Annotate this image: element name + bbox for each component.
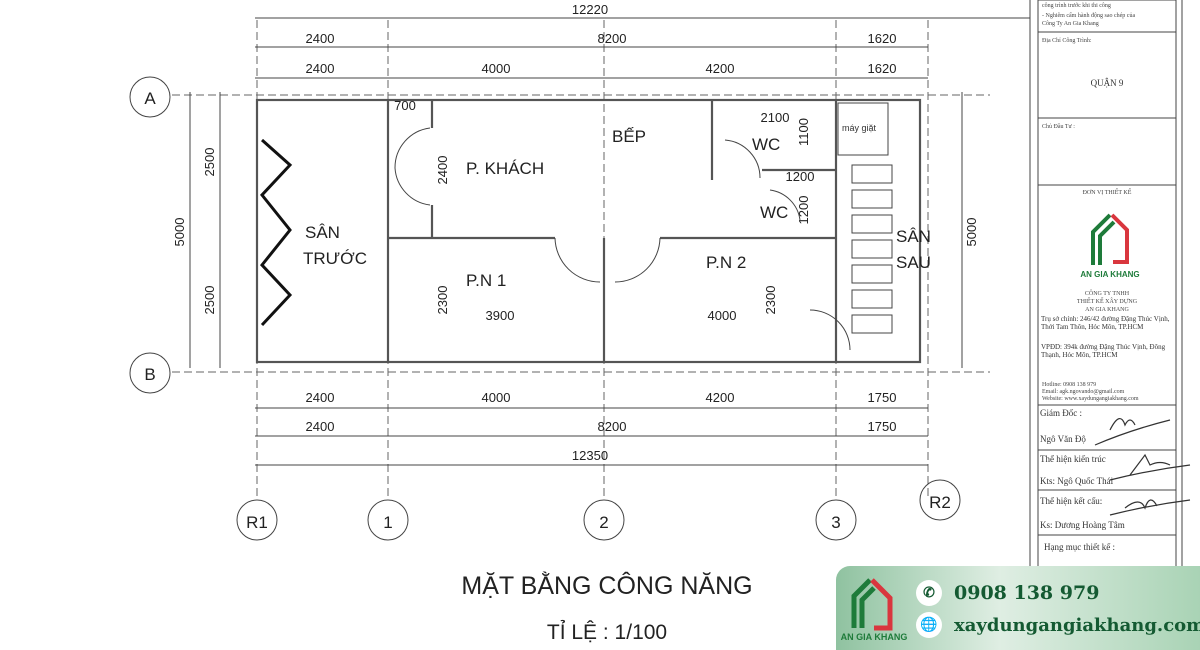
phone-icon: ✆ [916,580,942,606]
contact-banner: AN GIA KHANG ✆ 0908 138 979 🌐 xaydungang… [836,566,1200,650]
logo-text: AN GIA KHANG [1080,270,1139,279]
arch-label: Thể hiện kiến trúc [1040,454,1106,464]
dim-inner: 4000 [708,308,737,323]
dim-bottom: 8200 [598,419,627,434]
room-wc: WC [752,135,780,154]
dim-left: 2500 [202,286,217,315]
dim-right-total: 5000 [964,218,979,247]
dim-top: 1620 [868,61,897,76]
walls [255,98,922,364]
room-phong-khach: P. KHÁCH [466,159,544,178]
dim-left-total: 5000 [172,218,187,247]
struct-label: Thể hiện kết cấu: [1040,496,1102,506]
website-row[interactable]: 🌐 xaydungangiakhang.com [916,612,1200,638]
axis-label: 3 [831,513,840,532]
website-link: xaydungangiakhang.com [954,614,1200,636]
note: - Nghiêm cấm hành động sao chép của [1042,12,1135,19]
dim-inner: 2300 [435,286,450,315]
phone-row[interactable]: ✆ 0908 138 979 [916,580,1099,606]
dim-inner: 2100 [761,110,790,125]
banner-logo-text: AN GIA KHANG [841,632,908,642]
axis-label: R1 [246,513,268,532]
dim-top: 2400 [306,31,335,46]
note: công trình trước khi thi công [1042,3,1111,9]
room-pn2: P.N 2 [706,253,746,272]
address-label: Địa Chỉ Công Trình: [1042,38,1092,44]
item-label: Hạng mục thiết kế : [1044,542,1115,552]
dim-top: 2400 [306,61,335,76]
company-name: THIẾT KẾ XÂY DỰNG [1077,297,1138,305]
dim-bottom: 2400 [306,390,335,405]
dim-bottom: 2400 [306,419,335,434]
globe-icon: 🌐 [916,612,942,638]
axis-label: B [144,365,155,384]
dim-top-total: 12220 [572,2,608,17]
dim-left: 2500 [202,148,217,177]
room-san-sau: SÂN [896,227,931,246]
dim-bottom: 1750 [868,390,897,405]
title-block [1037,0,1191,650]
room-pn1: P.N 1 [466,271,506,290]
hq-address-box: Trụ sở chính: 246/42 đường Đặng Thúc Vịn… [1041,315,1170,331]
phone-number: 0908 138 979 [954,582,1100,604]
signature [1094,418,1171,446]
dim-top: 4200 [706,61,735,76]
dim-inner: 1100 [796,118,811,146]
dim-top: 4000 [482,61,511,76]
room-wc: WC [760,203,788,222]
axis-label: A [144,89,156,108]
signature [1109,499,1191,516]
dim-bottom: 1750 [868,419,897,434]
dim-inner: 2400 [435,156,450,185]
company-logo [1091,213,1129,265]
room-may-giat: máy giặt [842,123,877,133]
axis-label: 1 [383,513,392,532]
banner-logo: AN GIA KHANG [841,578,908,642]
struct-name: Ks: Dương Hoàng Tâm [1040,520,1125,530]
director-name: Ngô Văn Độ [1040,434,1086,444]
director-label: Giám Đốc : [1040,408,1082,418]
dim-bottom-total: 12350 [572,448,608,463]
dim-inner: 1200 [786,169,815,184]
hq-address: Trụ sở chính: 246/42 đường Đặng Thúc Vịn… [1041,315,1170,331]
drawing-scale: TỈ LỆ : 1/100 [547,621,667,644]
room-bep: BẾP [612,127,646,146]
room-san-truoc: TRƯỚC [303,249,367,268]
drawing-title: MẶT BẰNG CÔNG NĂNG [461,571,752,600]
owner-label: Chủ Đầu Tư : [1042,123,1075,130]
dim-inner: 3900 [486,308,515,323]
room-san-truoc: SÂN [305,223,340,242]
axis-label: R2 [929,493,951,512]
dim-inner: 700 [394,98,416,113]
office-address-box: VPĐD: 394k đường Đặng Thúc Vịnh, Đông Th… [1041,343,1166,359]
dim-inner: 2300 [763,286,778,315]
dim-top: 1620 [868,31,897,46]
designer-label: ĐƠN VỊ THIẾT KẾ [1083,188,1132,196]
address-value: QUẬN 9 [1091,78,1124,88]
dim-bottom: 4200 [706,390,735,405]
hotline: Hotline: 0908 138 979 [1042,382,1096,388]
website: Website: www.xaydungangiakhang.com [1042,396,1139,402]
company-name: CÔNG TY TNHH [1085,289,1130,297]
dimension-lines [189,17,1030,466]
room-san-sau: SAU [896,253,931,272]
dim-bottom: 4000 [482,390,511,405]
note: Công Ty An Gia Khang [1042,21,1099,27]
arch-name: Kts: Ngô Quốc Thái [1040,476,1114,486]
axis-label: 2 [599,513,608,532]
office-address: VPĐD: 394k đường Đặng Thúc Vịnh, Đông Th… [1041,343,1166,359]
dim-inner: 1200 [796,196,811,225]
company-name: AN GIA KHANG [1085,307,1129,313]
email: Email: agk.ngovando@gmail.com [1042,389,1125,395]
signature [1109,453,1191,481]
axis-bubbles [129,76,961,541]
dim-top: 8200 [598,31,627,46]
